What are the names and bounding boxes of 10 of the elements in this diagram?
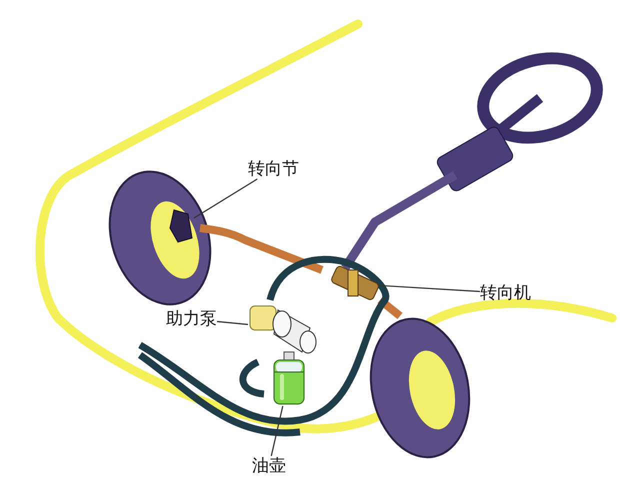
part-label: 转向节 <box>248 159 299 179</box>
part-label: 油壶 <box>252 456 286 476</box>
part-drawing <box>168 208 194 244</box>
leader-line <box>270 406 284 456</box>
part-label: 助力泵 <box>166 309 217 329</box>
leader-line <box>194 178 258 218</box>
part-label: 转向机 <box>480 283 531 303</box>
part-drawing <box>272 352 306 406</box>
leader-line <box>380 284 480 292</box>
leader-line <box>216 320 248 326</box>
